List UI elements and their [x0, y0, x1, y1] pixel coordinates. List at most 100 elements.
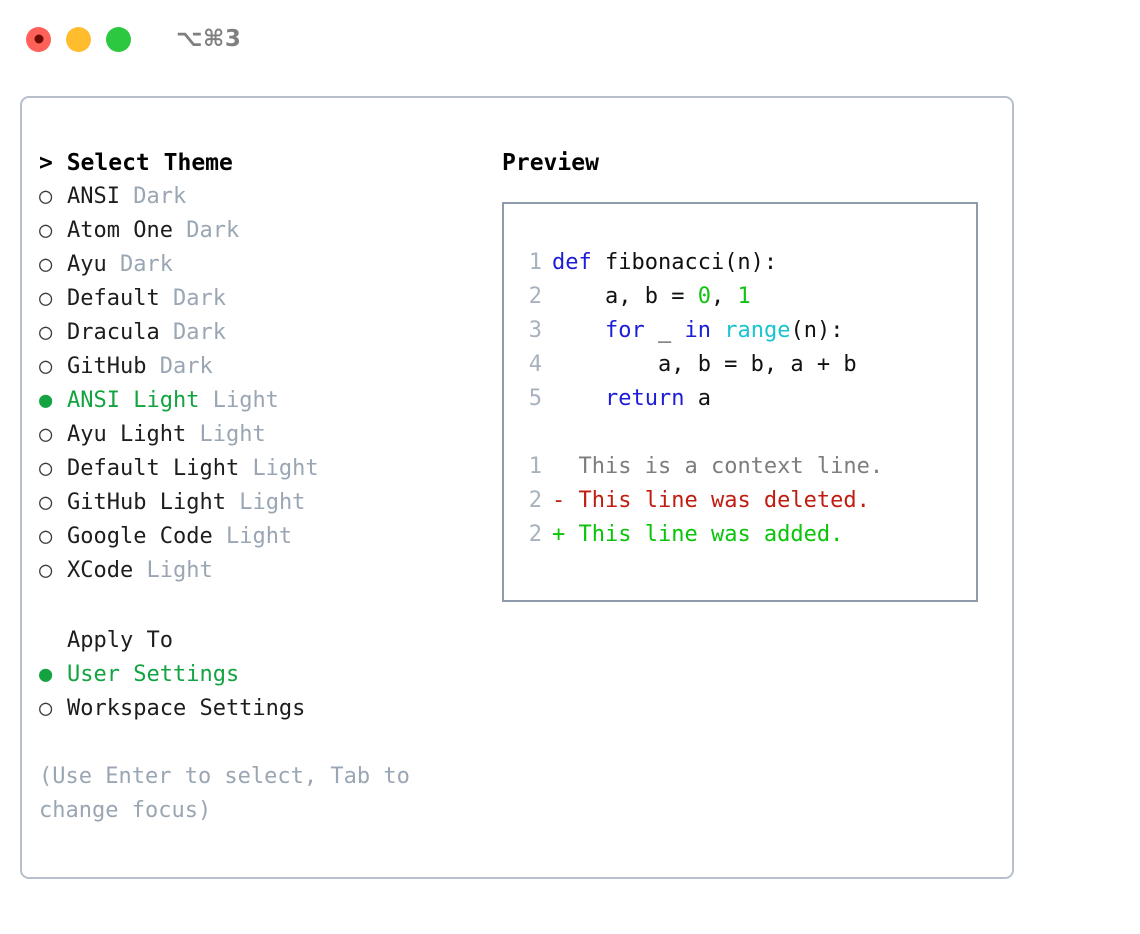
label-separator [160, 286, 173, 311]
label-separator [213, 524, 226, 549]
theme-option-xcode[interactable]: ○XCode Light [39, 554, 479, 588]
window-titlebar: ⌥⌘3 [0, 0, 1140, 78]
apply-to-option-label: Workspace Settings [67, 696, 306, 721]
diff-sign: - [552, 488, 566, 513]
theme-option-default[interactable]: ○Default Dark [39, 282, 479, 316]
code-token-kw: in [684, 318, 711, 343]
theme-option-variant-tag: Dark [159, 354, 213, 379]
theme-option-variant-tag: Dark [172, 286, 226, 311]
code-token-num: 0 [697, 284, 711, 309]
label-separator [199, 388, 212, 413]
theme-selector-column: > Select Theme ○ANSI Dark○Atom One Dark○… [39, 146, 479, 828]
diff-line-add: 2+ This line was added. [516, 518, 970, 552]
diff-line-text: This is a context line. [578, 454, 884, 479]
label-separator [160, 320, 173, 345]
label-separator [226, 490, 239, 515]
theme-option-label: Google Code [67, 524, 213, 549]
theme-option-variant-tag: Dark [120, 252, 173, 277]
theme-option-ansi-light[interactable]: ●ANSI Light Light [39, 384, 479, 418]
minimize-window-button[interactable] [66, 26, 91, 52]
label-separator [146, 354, 159, 379]
theme-option-list[interactable]: ○ANSI Dark○Atom One Dark○Ayu Dark○Defaul… [39, 180, 479, 588]
diff-sign: + [552, 522, 566, 547]
apply-to-heading: Apply To [67, 628, 173, 653]
theme-option-label: Dracula [67, 320, 160, 345]
code-token-txt: (n): [790, 318, 844, 343]
code-token-txt: a, b = [552, 284, 698, 309]
code-token-kw: for [604, 318, 645, 343]
diff-line-number: 2 [528, 522, 542, 547]
diff-line-text: This line was deleted. [578, 488, 870, 513]
apply-to-option-label: User Settings [67, 662, 240, 687]
theme-option-variant-tag: Light [212, 388, 279, 413]
label-separator [173, 218, 186, 243]
radio-unselected-icon: ○ [39, 184, 53, 209]
label-separator [107, 252, 120, 277]
radio-unselected-icon: ○ [39, 696, 53, 721]
code-line-number: 4 [528, 352, 542, 377]
theme-option-ansi[interactable]: ○ANSI Dark [39, 180, 479, 214]
apply-to-option-user-settings[interactable]: ● User Settings [39, 658, 479, 692]
theme-option-variant-tag: Light [252, 456, 319, 481]
theme-picker-panel: > Select Theme ○ANSI Dark○Atom One Dark○… [20, 96, 1014, 879]
radio-unselected-icon: ○ [39, 456, 53, 481]
theme-option-ayu[interactable]: ○Ayu Dark [39, 248, 479, 282]
code-line-number: 2 [528, 284, 542, 309]
theme-option-variant-tag: Light [225, 524, 293, 549]
theme-option-variant-tag: Dark [172, 320, 226, 345]
keyboard-hint-text: (Use Enter to select, Tab to change focu… [39, 764, 424, 823]
theme-option-label: Default [67, 286, 160, 311]
code-token-txt: _ [644, 318, 685, 343]
diff-sign [552, 454, 565, 479]
diff-gap [565, 488, 578, 513]
radio-unselected-icon: ○ [39, 558, 53, 583]
theme-option-variant-tag: Light [146, 558, 213, 583]
label-separator [186, 422, 199, 447]
keyboard-shortcut-label: ⌥⌘3 [176, 26, 242, 52]
code-token-txt [552, 386, 605, 411]
select-theme-heading: > Select Theme [39, 150, 233, 176]
window-controls [26, 26, 131, 52]
preview-heading: Preview [502, 150, 599, 176]
diff-line-del: 2- This line was deleted. [516, 484, 970, 518]
apply-to-section: Apply To ● User Settings ○ Workspace Settin… [39, 624, 479, 726]
theme-option-github-light[interactable]: ○GitHub Light Light [39, 486, 479, 520]
apply-to-option-list[interactable]: ● User Settings ○ Workspace Settings [39, 658, 479, 726]
radio-selected-icon: ● [39, 388, 53, 413]
theme-option-github[interactable]: ○ GitHub Dark [39, 350, 479, 384]
diff-line-number: 1 [528, 454, 542, 479]
theme-option-dracula[interactable]: ○Dracula Dark [39, 316, 479, 350]
radio-selected-icon: ● [39, 662, 53, 687]
diff-sample: 1 This is a context line. 2- This line wa… [516, 450, 970, 552]
close-window-button[interactable] [26, 26, 51, 52]
theme-option-variant-tag: Light [239, 490, 306, 515]
panel-columns: > Select Theme ○ANSI Dark○Atom One Dark○… [22, 98, 1012, 877]
code-token-txt [552, 318, 605, 343]
theme-option-label: Ayu Light [67, 422, 187, 447]
code-token-txt: a, b = b, a + b [552, 352, 857, 377]
code-token-txt: , [710, 284, 738, 309]
theme-option-variant-tag: Dark [186, 218, 240, 243]
radio-unselected-icon: ○ [39, 422, 53, 447]
theme-option-default-light[interactable]: ○Default Light Light [39, 452, 479, 486]
code-token-txt [711, 318, 724, 343]
theme-option-label: GitHub [67, 354, 147, 379]
radio-unselected-icon: ○ [39, 490, 53, 515]
radio-unselected-icon: ○ [39, 354, 53, 379]
theme-option-label: ANSI [67, 184, 120, 209]
theme-option-atom-one[interactable]: ○Atom One Dark [39, 214, 479, 248]
code-token-kw: def [552, 250, 605, 275]
apply-to-option-workspace-settings[interactable]: ○ Workspace Settings [39, 692, 479, 726]
maximize-window-button[interactable] [106, 26, 131, 52]
theme-option-ayu-light[interactable]: ○Ayu Light Light [39, 418, 479, 452]
label-separator [239, 456, 252, 481]
theme-option-google-code[interactable]: ○Google Code Light [39, 520, 479, 554]
code-line-number: 3 [528, 318, 542, 343]
code-line-number: 1 [528, 250, 542, 275]
